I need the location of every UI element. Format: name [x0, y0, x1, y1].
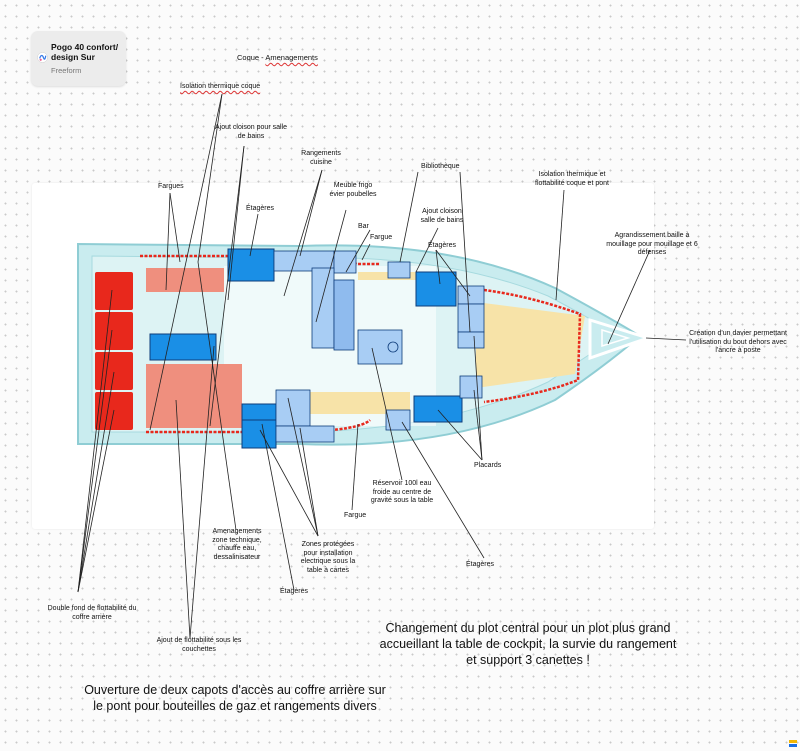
label-amenagements-zone: Amenagements zone technique, chauffe eau…: [212, 528, 262, 561]
bar-unit: [333, 279, 355, 351]
label-creation-davier: Création d'un davier permettant l'utilis…: [689, 330, 787, 355]
flotation-block-3: [95, 352, 133, 390]
label-double-fond: Double fond de flottabilité du coffre ar…: [47, 605, 137, 621]
label-zones-protegees: Zones protégées pour installation electr…: [300, 541, 356, 574]
label-isolation-coque-pont: Isolation thermique et flottabilité coqu…: [535, 171, 609, 187]
freeform-app-icon: [37, 52, 48, 63]
label-etageres-bottom-right: Étagères: [466, 561, 495, 568]
locker-bow-1: [457, 285, 485, 305]
label-fargues: Fargues: [158, 183, 184, 190]
bunk-top: [146, 268, 224, 292]
label-ajout-flottabilite: Ajout de flottabilité sous les couchette…: [156, 637, 242, 653]
label-etageres-top-right: Étagères: [428, 242, 457, 249]
bunk-bottom: [146, 364, 242, 428]
note-cockpit: Changement du plot central pour un plot …: [379, 621, 677, 667]
note-coffre: Ouverture de deux capots d'accès au coff…: [84, 683, 386, 713]
chart-table-bottom: [275, 425, 335, 443]
locker-bow-4: [459, 375, 483, 399]
saloon-table: [357, 329, 403, 365]
label-ajout-cloison-sdb-2: Ajout cloison salle de bains: [420, 208, 464, 224]
label-ajout-cloison-sdb: Ajout cloison pour salle de bains: [215, 124, 287, 140]
table-post: [387, 341, 399, 353]
anchor-locker: [588, 317, 653, 361]
label-fargue-bottom: Fargue: [344, 512, 367, 519]
label-reservoir: Réservoir 100l eau froide au centre de g…: [370, 480, 434, 505]
corner-marker-icon: [789, 740, 797, 747]
label-etageres-bottom-center: Étagères: [280, 588, 309, 595]
canvas-title-underlined: Amenagements: [265, 53, 318, 62]
locker-bow-3: [457, 331, 485, 349]
canvas-title-prefix: Coque -: [237, 53, 266, 62]
label-meuble-frigo: Meuble frigo évier poubelles: [329, 182, 377, 198]
board-title: Pogo 40 confort/ design Sur: [51, 42, 119, 62]
cabinet-middle: [149, 333, 217, 361]
label-fargue-top: Fargue: [370, 234, 393, 241]
cabinet-bottom-left-1: [241, 403, 277, 423]
galley-unit: [333, 250, 357, 274]
label-rangements-cuisine: Rangements cuisine: [301, 150, 341, 166]
shelf-small-top: [387, 261, 411, 279]
board-subtitle: Freeform: [51, 66, 82, 75]
fridge-unit: [311, 267, 335, 349]
label-bibliotheque: Bibliothèque: [421, 163, 460, 170]
locker-bow-2: [457, 303, 485, 333]
board-card[interactable]: Pogo 40 confort/ design Sur Freeform: [31, 31, 126, 86]
cabinet-bow-bottom: [413, 395, 463, 423]
corridor-bottom: [310, 392, 410, 414]
bow-cabin-floor: [476, 302, 585, 388]
flotation-block-2: [95, 312, 133, 350]
label-text: Isolation thermique coque: [180, 83, 261, 90]
cabinet-bow-top: [415, 271, 457, 307]
label-isolation-coque: Isolation thermique coque: [180, 83, 260, 92]
leader-lines: [77, 93, 687, 639]
flotation-block-1: [95, 272, 133, 310]
insulation-line-bow: [483, 288, 582, 404]
cabinet-top-left: [227, 248, 275, 282]
label-placards: Placards: [474, 462, 502, 469]
anchor-locker-inner: [601, 328, 631, 348]
label-bar: Bar: [358, 223, 369, 230]
label-agrandissement-baille: Agrandissement baille à mouillage pour m…: [606, 232, 698, 257]
canvas-title: Coque - Amenagements: [237, 53, 318, 62]
cabinet-bottom-left-2: [241, 419, 277, 449]
label-etageres-top-left: Étagères: [246, 205, 275, 212]
